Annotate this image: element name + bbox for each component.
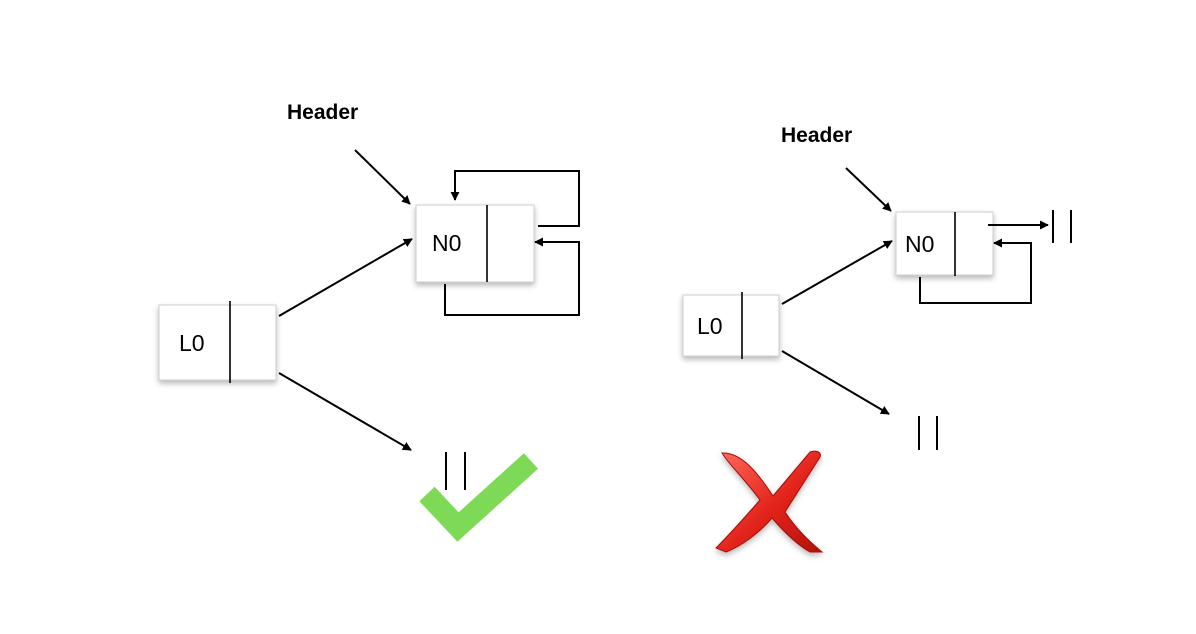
right-list-node: L0 bbox=[682, 292, 780, 359]
left-header-label: Header bbox=[287, 101, 358, 124]
right-item-node: N0 bbox=[895, 211, 994, 276]
left-list-to-null-arrow bbox=[278, 372, 412, 451]
left-item-prev-loop-arrow bbox=[444, 237, 580, 316]
left-item-node: N0 bbox=[415, 204, 535, 283]
right-list-node-label: L0 bbox=[697, 313, 723, 339]
right-list-to-item-arrow bbox=[781, 240, 893, 305]
left-list-node: L0 bbox=[158, 301, 277, 383]
right-diagram: Header N0 L0 bbox=[682, 124, 1072, 553]
left-list-to-item-arrow bbox=[278, 238, 413, 317]
left-item-next-loop-arrow bbox=[450, 170, 580, 227]
right-item-null-terminator bbox=[1052, 210, 1072, 243]
check-mark-icon bbox=[419, 453, 539, 542]
right-item-node-label: N0 bbox=[905, 231, 934, 257]
left-null-terminator bbox=[445, 452, 466, 490]
right-null-terminator bbox=[918, 416, 938, 450]
right-list-to-null-arrow bbox=[781, 350, 890, 415]
left-list-node-label: L0 bbox=[179, 330, 205, 356]
right-header-label: Header bbox=[781, 124, 852, 147]
left-header-arrow bbox=[354, 149, 411, 205]
cross-mark-icon bbox=[715, 450, 824, 553]
right-header-arrow bbox=[845, 167, 892, 212]
right-item-prev-loop-arrow bbox=[919, 238, 1032, 304]
left-diagram: Header N0 L0 bbox=[158, 101, 580, 542]
left-item-node-label: N0 bbox=[432, 230, 461, 256]
